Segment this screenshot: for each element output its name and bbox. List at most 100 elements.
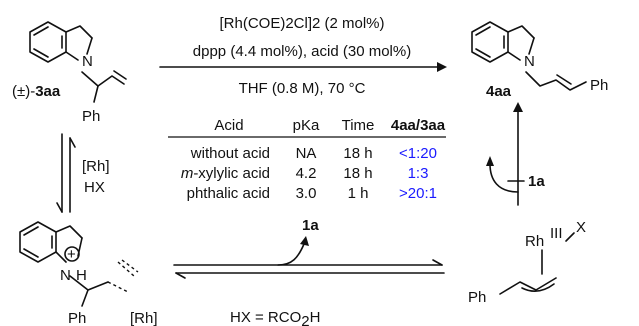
- hx-eq-tail: H: [310, 309, 321, 326]
- product-id: 4aa: [486, 83, 512, 100]
- pi-allyl-rh-complex-structure: [499, 232, 575, 295]
- bottom-equilibrium-arrows: [173, 259, 445, 279]
- x-ligand-label: X: [576, 219, 586, 236]
- table-header-pka: pKa: [293, 117, 320, 134]
- benzene-ring: [19, 221, 57, 263]
- vinyl-double-bond: [113, 70, 127, 80]
- row-ratio: >20:1: [399, 185, 437, 202]
- hx-eq-text: HX = RCO: [230, 309, 301, 326]
- indoline-ring: [55, 251, 67, 263]
- row-acid-prefix: m: [181, 165, 194, 182]
- double-bond: [33, 48, 49, 58]
- rh-coordination: [117, 261, 135, 277]
- ch-allyl-bond: [87, 281, 109, 291]
- row-acid: m-xylylic acid: [181, 165, 270, 182]
- reagent-curve: [489, 163, 519, 193]
- substrate-n-label: N: [82, 53, 93, 70]
- hx-definition: HX = RCO2H: [230, 309, 320, 326]
- indoline-ring: [507, 51, 521, 61]
- catalyst-text: [Rh(COE)2Cl]2 (2 mol%): [219, 15, 384, 32]
- n-ch-bond: [81, 71, 99, 87]
- allyl-chain: [499, 277, 557, 295]
- substrate-label: (±)-3aa: [12, 83, 61, 100]
- substrate-3aa-structure: [29, 21, 127, 103]
- indoline-ring: [86, 37, 93, 55]
- harpoon-head: [432, 259, 443, 266]
- row-ratio: 1:3: [408, 165, 429, 182]
- rh-x-bond: [565, 232, 575, 242]
- acid-screening-table: Acid pKa Time 4aa/3aa without acid NA 18…: [168, 117, 446, 202]
- main-arrow-head: [437, 62, 447, 72]
- cinnamyl-chain: [525, 71, 587, 91]
- table-row: m-xylylic acid 4.2 18 h 1:3: [181, 165, 429, 182]
- reagent-1a-bottom: 1a: [302, 217, 319, 234]
- solvent-temp-text: THF (0.8 M), 70 °C: [239, 80, 366, 97]
- row-time: 1 h: [348, 185, 369, 202]
- rh-catalyst-label: [Rh]: [82, 158, 110, 175]
- double-bond: [23, 226, 39, 236]
- vinyl-group: [97, 75, 125, 87]
- table-row: phthalic acid 3.0 1 h >20:1: [187, 185, 437, 202]
- row-pka: 3.0: [296, 185, 317, 202]
- intermediate-rh-label: [Rh]: [130, 310, 158, 326]
- row-time: 18 h: [343, 145, 372, 162]
- hx-label: HX: [84, 179, 105, 196]
- n-ch-bond: [69, 275, 89, 291]
- racemic-prefix: (±)-: [12, 83, 35, 100]
- product-n-label: N: [524, 53, 535, 70]
- ch-ph-bond: [81, 289, 89, 307]
- reagent-curve-head: [486, 156, 494, 166]
- intermediate-n-label: N: [60, 267, 71, 284]
- intermediate-h-label: H: [76, 267, 87, 284]
- harpoon-head: [69, 137, 76, 148]
- rh-label: Rh: [525, 233, 544, 250]
- product-ph-label: Ph: [590, 77, 608, 94]
- double-bond: [33, 26, 49, 36]
- row-pka: NA: [296, 145, 317, 162]
- table-header-acid: Acid: [214, 117, 243, 134]
- rh-coordination: [107, 281, 129, 293]
- upward-arrow-head: [513, 102, 523, 112]
- indoline-ring: [507, 25, 535, 39]
- positive-charge-circle: [64, 246, 80, 262]
- row-time: 18 h: [343, 165, 372, 182]
- release-curve-head: [300, 236, 309, 246]
- product-4aa-structure: [471, 21, 587, 91]
- alkene-double-bond: [556, 74, 572, 85]
- intermediate-ph-label: Ph: [68, 310, 86, 326]
- substrate-ph-label: Ph: [82, 108, 100, 125]
- double-bond: [475, 26, 491, 36]
- release-curve: [277, 243, 305, 266]
- ch-ph-bond: [93, 85, 99, 103]
- hx-eq-subscript: 2: [301, 313, 309, 326]
- double-bond: [475, 48, 491, 58]
- allyl-delocalization: [521, 283, 555, 292]
- indoline-ring: [55, 225, 83, 239]
- harpoon-head: [56, 202, 63, 213]
- row-ratio: <1:20: [399, 145, 437, 162]
- left-equilibrium-arrows: [56, 133, 76, 213]
- indoline-ring: [65, 51, 79, 61]
- ammonium-intermediate-structure: [19, 221, 139, 307]
- benzene-ring: [471, 21, 509, 63]
- plus-sign: +: [67, 246, 76, 263]
- row-acid: phthalic acid: [187, 185, 270, 202]
- row-acid-name: -xylylic acid: [193, 165, 270, 182]
- table-row: without acid NA 18 h <1:20: [190, 145, 437, 162]
- ligand-acid-text: dppp (4.4 mol%), acid (30 mol%): [193, 43, 411, 60]
- indoline-ring: [65, 25, 93, 39]
- complex-ph-label: Ph: [468, 289, 486, 306]
- row-pka: 4.2: [296, 165, 317, 182]
- rh-oxidation-state: III: [550, 225, 563, 242]
- double-bond: [23, 248, 39, 258]
- row-acid: without acid: [190, 145, 270, 162]
- table-header-ratio: 4aa/3aa: [391, 117, 446, 134]
- benzene-ring: [29, 21, 67, 63]
- table-header-time: Time: [342, 117, 375, 134]
- rh-coordination: [121, 259, 139, 273]
- harpoon-head: [175, 272, 186, 279]
- substrate-id: 3aa: [35, 83, 61, 100]
- reagent-1a-right: 1a: [528, 173, 545, 190]
